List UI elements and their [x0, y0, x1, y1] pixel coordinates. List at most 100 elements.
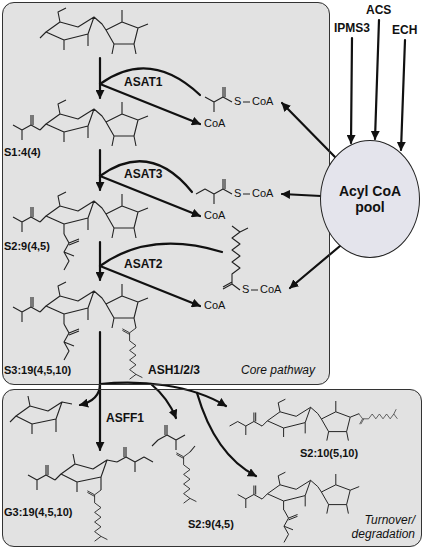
- label-slot: ECH: [392, 24, 417, 38]
- label-slot: CoA: [204, 299, 225, 312]
- text-slot: Core pathway: [241, 364, 315, 378]
- pool-name: Acyl CoA pool: [332, 183, 408, 215]
- gene-name: IPMS3: [334, 22, 370, 36]
- label-slot: CoA: [252, 187, 273, 200]
- illustration-part: [64, 324, 79, 360]
- illustration-part: [282, 103, 335, 157]
- illustration-part: [99, 332, 101, 384]
- gene-name: ECH: [392, 24, 417, 38]
- turnover-ground: [2, 389, 422, 547]
- label-slot: ACS: [366, 4, 391, 18]
- label-slot: G3:19(4,5,10): [4, 506, 72, 519]
- label-slot: S2:10(5,10): [300, 447, 358, 460]
- illustration-part: [176, 452, 196, 503]
- illustration-part: [122, 328, 142, 379]
- illustration-part: [80, 384, 100, 405]
- illustration-part: [100, 176, 200, 216]
- label-slot: CoA: [204, 209, 225, 222]
- label-slot: ASAT2: [124, 258, 162, 272]
- label-slot: ASFF1: [106, 412, 144, 426]
- illustration-part: [99, 58, 101, 98]
- gene-name: ACS: [366, 4, 391, 18]
- label-slot: S: [234, 95, 241, 108]
- text-slot: Turnover/ degradation: [341, 514, 415, 542]
- compound-name: S3:19(4,5,10): [4, 364, 71, 377]
- illustration-part: [117, 447, 153, 472]
- coa-label: CoA: [252, 95, 273, 108]
- illustration-part: [99, 150, 101, 190]
- core-ground: [2, 2, 330, 385]
- label-slot: CoA: [252, 95, 273, 108]
- enzyme-name: ASH1/2/3: [148, 364, 200, 378]
- enzyme-name: ASFF1: [106, 412, 144, 426]
- illustration-part: [238, 486, 262, 509]
- compound-name: S1:4(4): [4, 146, 41, 159]
- illustration-part: [64, 234, 79, 270]
- illustration-part: [196, 179, 232, 204]
- label-slot: S: [234, 187, 241, 200]
- illustration-part: [351, 38, 352, 143]
- illustration-part: [158, 425, 185, 450]
- illustration-part: [262, 472, 359, 513]
- coa-label: CoA: [204, 299, 225, 312]
- illustration-part: [13, 207, 40, 232]
- coa-label: CoA: [204, 117, 225, 130]
- label-slot: S1:4(4): [4, 146, 41, 159]
- enzyme-name: ASAT3: [124, 168, 162, 182]
- pathway-panel: Core pathway: [2, 2, 330, 385]
- compound-name: S2:9(4,5): [188, 518, 234, 531]
- pool-oval: Acyl CoA pool: [320, 140, 420, 258]
- illustration-part: [284, 510, 298, 542]
- label-slot: ASH1/2/3: [148, 364, 200, 378]
- illustration-part: [375, 20, 379, 139]
- enzyme-name: ASAT2: [124, 258, 162, 272]
- illustration-part: [40, 282, 148, 328]
- label-slot: S2:9(4,5): [4, 240, 50, 253]
- coa-label: CoA: [252, 187, 273, 200]
- illustration-part: [99, 242, 101, 280]
- compound-name: S2:9(4,5): [4, 240, 50, 253]
- atom-label: S: [234, 95, 241, 108]
- illustration-part: [40, 192, 148, 238]
- molecule-structures: [10, 8, 397, 542]
- illustration-part: [401, 40, 405, 150]
- panel-title: Turnover/ degradation: [341, 514, 415, 542]
- illustration-part: [205, 87, 232, 112]
- illustration-part: [10, 396, 72, 434]
- illustration-part: [28, 465, 55, 490]
- enzyme-name: ASAT1: [124, 76, 162, 90]
- atom-label: S: [242, 283, 249, 296]
- illustration-part: [230, 413, 262, 436]
- illustration-part: [223, 226, 248, 290]
- illustration-part: [40, 100, 148, 146]
- coa-label: CoA: [260, 283, 281, 296]
- illustration-part: [13, 297, 40, 322]
- label-slot: ASAT1: [124, 76, 162, 90]
- illustration-part: [55, 454, 117, 492]
- illustration-part: [290, 246, 340, 288]
- atom-label: S: [234, 187, 241, 200]
- illustration-part: [100, 161, 192, 192]
- label-slot: CoA: [204, 117, 225, 130]
- illustration-part: [262, 399, 359, 440]
- label-slot: S3:19(4,5,10): [4, 364, 71, 377]
- panel-title: Core pathway: [241, 364, 315, 378]
- label-slot: IPMS3: [334, 22, 370, 36]
- label-slot: S: [242, 283, 249, 296]
- illustration-part: [359, 409, 397, 424]
- illustration-part: [13, 115, 40, 140]
- illustration-part: [197, 393, 256, 476]
- compound-name: G3:19(4,5,10): [4, 506, 72, 519]
- illustration-part: [87, 490, 107, 541]
- label-slot: CoA: [260, 283, 281, 296]
- compound-name: S2:10(5,10): [300, 447, 358, 460]
- label-slot: S2:9(4,5): [188, 518, 234, 531]
- illustration-part: [100, 84, 200, 124]
- label-slot: ASAT3: [124, 168, 162, 182]
- coa-label: CoA: [204, 209, 225, 222]
- illustration-part: [152, 440, 195, 452]
- illustration-part: [40, 8, 148, 54]
